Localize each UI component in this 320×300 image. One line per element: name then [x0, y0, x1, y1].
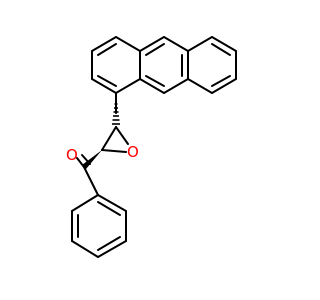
carbonyl-oxygen-label: O — [66, 146, 78, 164]
solid-wedge-bond — [82, 150, 102, 169]
epoxide-oxygen-label: O — [127, 143, 139, 161]
hashed-wedge-bond — [112, 103, 120, 125]
carbonyl-double-bond — [76, 154, 91, 168]
carbonyl-phenyl-bond — [83, 166, 99, 196]
naphthalene-ring-b — [187, 36, 237, 94]
phenyl-ring — [71, 194, 127, 258]
naphthalene-ring-c — [91, 36, 141, 94]
epoxide-ring — [101, 126, 129, 153]
molecule-structure: O O — [66, 36, 237, 258]
naphthalene-ring-a — [139, 36, 189, 94]
